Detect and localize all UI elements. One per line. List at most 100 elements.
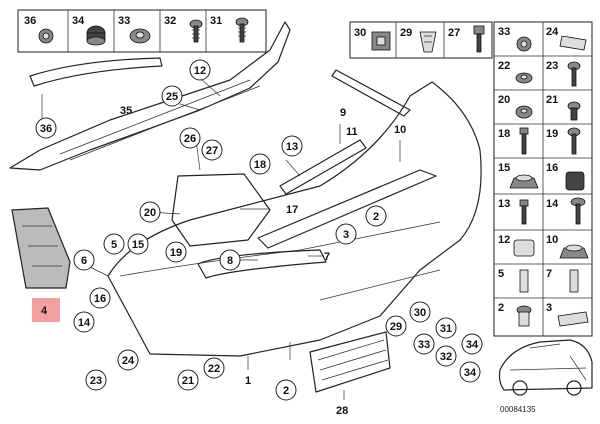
svg-text:21: 21 bbox=[182, 375, 194, 387]
bolt-part-27 bbox=[473, 25, 485, 53]
callout-5: 5 bbox=[103, 233, 125, 255]
svg-text:26: 26 bbox=[184, 133, 196, 145]
callout-18: 18 bbox=[249, 153, 271, 175]
svg-text:25: 25 bbox=[166, 91, 178, 103]
column-label-7: 7 bbox=[546, 268, 552, 280]
clip-part-29 bbox=[419, 31, 437, 53]
label-10: 10 bbox=[394, 124, 406, 136]
strip-label-31: 31 bbox=[210, 15, 222, 27]
strip-label-33: 33 bbox=[118, 15, 130, 27]
label-9: 9 bbox=[340, 107, 346, 119]
clip-part-30 bbox=[371, 31, 391, 51]
pin-part-7 bbox=[569, 269, 579, 293]
svg-text:3: 3 bbox=[343, 229, 349, 241]
label-17: 17 bbox=[286, 204, 298, 216]
callout-19: 19 bbox=[165, 241, 187, 263]
callout-20: 20 bbox=[139, 201, 161, 223]
callout-30: 30 bbox=[409, 301, 431, 323]
callout-15: 15 bbox=[127, 233, 149, 255]
callout-34: 34 bbox=[459, 361, 481, 383]
svg-text:27: 27 bbox=[206, 145, 218, 157]
column-label-10: 10 bbox=[546, 234, 558, 246]
nut-part-36 bbox=[38, 28, 54, 44]
callout-12: 12 bbox=[189, 59, 211, 81]
strip-label-32: 32 bbox=[164, 15, 176, 27]
callout-6: 6 bbox=[73, 249, 95, 271]
nut-part-10 bbox=[559, 244, 589, 259]
column-label-19: 19 bbox=[546, 128, 558, 140]
column-label-18: 18 bbox=[498, 128, 510, 140]
svg-text:31: 31 bbox=[440, 323, 452, 335]
reference-code: 00084135 bbox=[500, 405, 536, 414]
leader-lines bbox=[41, 77, 401, 400]
bumper-assembly bbox=[9, 21, 482, 393]
callout-4: 4 bbox=[41, 305, 48, 317]
clip-part-3 bbox=[557, 311, 589, 327]
svg-text:8: 8 bbox=[227, 255, 233, 267]
nut-part-15 bbox=[509, 174, 539, 189]
label-1: 1 bbox=[245, 375, 251, 387]
screw-part-14 bbox=[570, 197, 586, 225]
svg-text:2: 2 bbox=[373, 211, 379, 223]
column-label-22: 22 bbox=[498, 60, 510, 72]
plain-labels: 35 17 9 11 10 7 1 28 bbox=[120, 105, 406, 417]
washer-part-33 bbox=[129, 28, 151, 44]
callout-24: 24 bbox=[117, 349, 139, 371]
callout-23: 23 bbox=[85, 369, 107, 391]
plug-part-2 bbox=[516, 305, 532, 327]
svg-text:5: 5 bbox=[111, 239, 117, 251]
column-label-23: 23 bbox=[546, 60, 558, 72]
column-label-20: 20 bbox=[498, 94, 510, 106]
nut-part-26 bbox=[516, 36, 532, 52]
column-label-21: 21 bbox=[546, 94, 558, 106]
svg-text:23: 23 bbox=[90, 375, 102, 387]
svg-text:19: 19 bbox=[170, 247, 182, 259]
column-label-2: 2 bbox=[498, 302, 504, 314]
highlight-box-part-4 bbox=[32, 298, 60, 322]
spacer-part-16 bbox=[565, 171, 585, 191]
callout-2: 2 bbox=[275, 379, 297, 401]
svg-text:2: 2 bbox=[283, 385, 289, 397]
strip-label-30: 30 bbox=[354, 27, 366, 39]
car-thumbnail bbox=[498, 339, 593, 396]
label-7: 7 bbox=[324, 251, 330, 263]
bolt-part-13 bbox=[519, 199, 529, 225]
strip-label-27: 27 bbox=[448, 27, 460, 39]
column-label-13: 13 bbox=[498, 198, 510, 210]
svg-text:34: 34 bbox=[466, 339, 479, 351]
callout-25: 25 bbox=[161, 85, 183, 107]
label-35: 35 bbox=[120, 105, 132, 117]
svg-text:24: 24 bbox=[122, 355, 135, 367]
right-parts-column: 33 24 22 23 20 21 18 19 bbox=[493, 21, 593, 337]
label-28: 28 bbox=[336, 405, 348, 417]
top-left-parts-strip: 36 34 33 32 31 bbox=[17, 9, 267, 53]
label-11: 11 bbox=[346, 126, 358, 138]
callout-33: 33 bbox=[413, 333, 435, 355]
column-label-24: 24 bbox=[546, 26, 559, 38]
column-label-14: 14 bbox=[546, 198, 559, 210]
screw-part-23 bbox=[567, 61, 581, 87]
pin-part-5 bbox=[519, 269, 529, 293]
bolt-part-18 bbox=[519, 127, 529, 155]
callout-16: 16 bbox=[89, 287, 111, 309]
callout-29: 29 bbox=[385, 315, 407, 337]
callout-3: 3 bbox=[335, 223, 357, 245]
callout-34: 34 bbox=[461, 333, 483, 355]
svg-text:6: 6 bbox=[81, 255, 87, 267]
callout-13: 13 bbox=[281, 135, 303, 157]
svg-text:12: 12 bbox=[194, 65, 206, 77]
callout-21: 21 bbox=[177, 369, 199, 391]
svg-text:33: 33 bbox=[418, 339, 430, 351]
nut-part-21 bbox=[567, 101, 581, 121]
callout-31: 31 bbox=[435, 317, 457, 339]
callout-26: 26 bbox=[179, 127, 201, 149]
svg-text:20: 20 bbox=[144, 207, 156, 219]
screw-part-31 bbox=[235, 17, 249, 43]
column-label-15: 15 bbox=[498, 162, 510, 174]
strip-label-34: 34 bbox=[72, 15, 85, 27]
screw-part-19 bbox=[567, 127, 581, 155]
screw-part-32 bbox=[189, 19, 203, 43]
svg-text:16: 16 bbox=[94, 293, 106, 305]
